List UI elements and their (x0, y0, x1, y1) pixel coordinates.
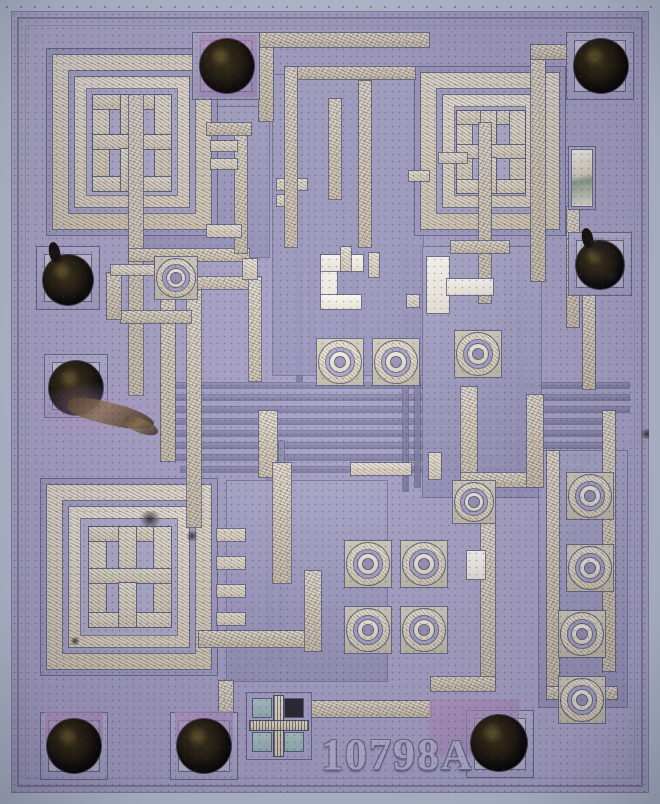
circ-fet-m (452, 480, 496, 524)
circ-fet-a (316, 338, 364, 386)
metal-island (216, 556, 246, 570)
pad-metal (571, 149, 593, 207)
circ-fet-h (566, 472, 614, 520)
metal-island (406, 294, 420, 308)
metal-trace (460, 386, 478, 488)
metal-trace (530, 44, 546, 282)
metal-island (408, 170, 430, 182)
die-marking-number: 10798 (321, 730, 441, 779)
circ-fet-e (400, 540, 448, 588)
metal-pad-bright (426, 256, 450, 314)
metal-trace (198, 630, 320, 648)
metal-trace (284, 66, 298, 248)
metal-trace (284, 66, 416, 80)
metal-island (350, 462, 412, 476)
metal-trace (258, 32, 274, 122)
metal-trace (234, 128, 248, 254)
particle-mid (185, 531, 199, 541)
particle-top-right (601, 269, 619, 281)
die-marking-suffix: A (441, 733, 474, 779)
circ-fet-c (454, 330, 502, 378)
metal-trace (120, 310, 192, 324)
metal-trace (210, 158, 238, 170)
metal-island (466, 550, 486, 580)
align-square-br (284, 732, 304, 752)
circ-fet-g (400, 606, 448, 654)
metal-island (340, 246, 352, 272)
alignment-cross (246, 692, 312, 760)
bus-trace (160, 394, 630, 401)
align-square-tr (284, 698, 304, 718)
metal-trace (530, 44, 578, 60)
circ-fet-l (154, 256, 198, 300)
circ-fet-f (344, 606, 392, 654)
metal-island (216, 528, 246, 542)
metal-trace (582, 292, 596, 390)
metal-trace (480, 522, 496, 684)
metal-trace (546, 450, 560, 692)
metal-trace (304, 570, 322, 652)
circ-fet-k (558, 676, 606, 724)
metal-trace (128, 94, 144, 396)
particle-right-edge (639, 429, 655, 439)
metal-trace (210, 140, 238, 152)
ball-bond (200, 39, 254, 93)
bus-trace (160, 406, 630, 413)
die-marking: 10798A (321, 729, 473, 780)
ball-bond (177, 719, 231, 773)
die-body: 10798A (11, 11, 655, 793)
diffusion-tub (272, 74, 424, 376)
bus-trace (160, 382, 630, 389)
metal-island (216, 584, 246, 598)
ball-bond (471, 715, 527, 771)
metal-trace (526, 394, 544, 488)
metal-trace (450, 240, 510, 254)
circ-fet-j (558, 610, 606, 658)
pad-right-probe[interactable] (568, 146, 596, 210)
metal-trace (106, 272, 122, 320)
ball-bond (43, 255, 93, 305)
metal-trace (186, 276, 262, 290)
metal-trace (248, 276, 262, 382)
align-square-tl (252, 698, 272, 718)
metal-island (242, 258, 258, 280)
bus-trace (170, 442, 612, 449)
metal-trace (358, 80, 372, 248)
align-square-bl (252, 732, 272, 752)
scratch-lower-left (137, 511, 163, 527)
metal-trace (310, 700, 432, 718)
particle-left-edge (69, 637, 81, 645)
metal-trace (478, 122, 492, 304)
circ-fet-b (372, 338, 420, 386)
bus-trace (170, 454, 596, 461)
metal-island (206, 224, 242, 238)
metal-trace (186, 276, 202, 528)
metal-pad-bright (446, 278, 494, 296)
metal-trace (430, 676, 496, 692)
probe-scratch-top-right (587, 237, 611, 259)
circ-fet-i (566, 544, 614, 592)
metal-island (438, 152, 468, 164)
metal-trace (258, 410, 278, 478)
bus-trace (160, 430, 614, 437)
bus-trace (160, 418, 614, 425)
circ-fet-d (344, 540, 392, 588)
metal-trace (258, 32, 430, 48)
metal-island (368, 252, 380, 278)
metal-pad-bright (320, 294, 362, 310)
align-cross-horizontal (249, 720, 309, 731)
power-fet-top-left (46, 48, 218, 236)
ball-bond (574, 39, 628, 93)
ball-bond (47, 719, 101, 773)
metal-trace (328, 98, 342, 200)
metal-trace (276, 194, 292, 207)
seal-ring (17, 17, 643, 787)
seal-ring-inner (25, 25, 635, 779)
metal-island (428, 452, 442, 480)
metal-trace (110, 264, 158, 276)
metal-island (216, 612, 246, 626)
metal-trace (272, 462, 292, 584)
metal-trace (206, 122, 252, 136)
